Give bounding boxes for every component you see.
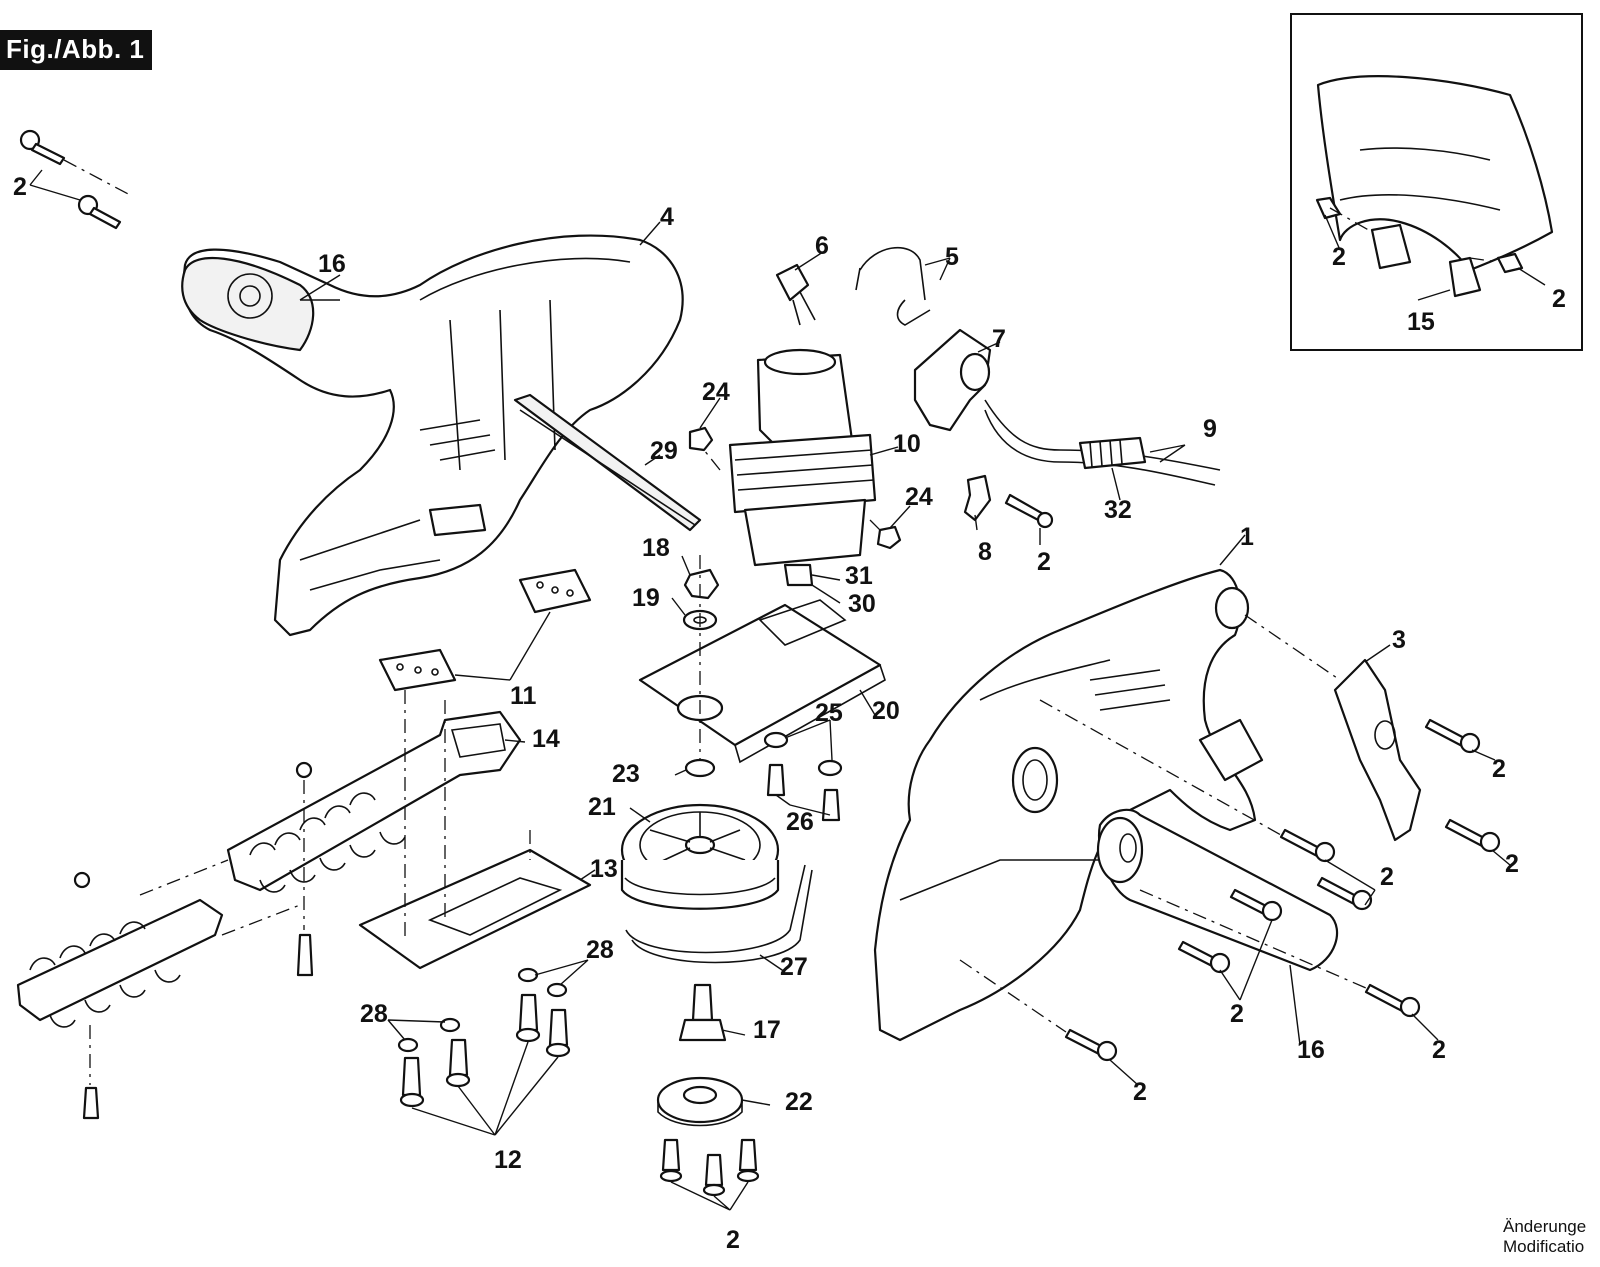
callout-11: 11 xyxy=(510,682,537,710)
callout-2-handle-right: 2 xyxy=(1380,863,1394,891)
power-cable-part-9 xyxy=(984,399,1221,486)
callout-13: 13 xyxy=(590,855,618,883)
callout-30: 30 xyxy=(848,590,876,618)
callout-23: 23 xyxy=(612,760,640,788)
callout-32: 32 xyxy=(1104,496,1132,524)
callout-9: 9 xyxy=(1203,415,1217,443)
screws-bottom-center xyxy=(659,1138,760,1211)
screws-part-12 xyxy=(387,959,589,1136)
footer-note: Änderunge Modificatio xyxy=(1503,1217,1586,1257)
blade-lower xyxy=(16,859,301,1120)
capacitor-part-6 xyxy=(775,263,816,326)
callout-2-bracket-top: 2 xyxy=(1492,755,1506,783)
callout-24-right: 24 xyxy=(905,483,933,511)
gear-plate-part-20 xyxy=(638,555,886,764)
pads-part-11 xyxy=(378,568,592,692)
housing-half-part-1 xyxy=(873,568,1264,1042)
callout-2-bottom-center: 2 xyxy=(726,1226,740,1254)
footer-line-1: Änderunge xyxy=(1503,1217,1587,1236)
gear-wheel-part-21 xyxy=(620,803,780,910)
motor-part-10 xyxy=(699,348,886,587)
callout-3: 3 xyxy=(1392,626,1406,654)
callout-26: 26 xyxy=(786,808,814,836)
callout-22: 22 xyxy=(785,1088,813,1116)
callout-28-right: 28 xyxy=(586,936,614,964)
callout-14: 14 xyxy=(532,725,560,753)
washer-part-23 xyxy=(684,758,716,778)
plate-part-13 xyxy=(358,690,592,970)
callout-6: 6 xyxy=(815,232,829,260)
switch-part-7 xyxy=(913,328,992,432)
callout-29: 29 xyxy=(650,437,678,465)
callout-19: 19 xyxy=(632,584,660,612)
footer-line-2: Modificatio xyxy=(1503,1237,1585,1256)
callout-labels: 2 16 4 6 5 7 24 10 29 9 24 32 8 2 18 31 … xyxy=(13,173,1566,1254)
callout-16-left: 16 xyxy=(318,250,346,278)
figure-badge: Fig./Abb. 1 xyxy=(0,30,153,70)
callout-2-inset-right: 2 xyxy=(1552,285,1566,313)
callout-24-top: 24 xyxy=(702,378,730,406)
clamp-part-8 xyxy=(963,474,1054,529)
callout-1: 1 xyxy=(1240,523,1254,551)
washers-screws-25-26 xyxy=(763,719,843,822)
nuts-part-24 xyxy=(688,426,902,550)
housing-half-part-4 xyxy=(181,234,684,637)
guide-bar-part-29 xyxy=(513,393,702,532)
disk-part-22 xyxy=(656,1076,744,1127)
callout-15: 15 xyxy=(1407,308,1435,336)
callout-25: 25 xyxy=(815,699,843,727)
callout-2-bottom-housing: 2 xyxy=(1133,1078,1147,1106)
callout-2-far-right: 2 xyxy=(1432,1036,1446,1064)
callout-12: 12 xyxy=(494,1146,522,1174)
callout-5: 5 xyxy=(945,243,959,271)
callout-2-center-right: 2 xyxy=(1230,1000,1244,1028)
inset-screws xyxy=(1324,214,1546,301)
callout-7: 7 xyxy=(992,325,1006,353)
callout-2-top-left: 2 xyxy=(13,173,27,201)
callout-4: 4 xyxy=(660,203,674,231)
callout-20: 20 xyxy=(872,697,900,725)
bracket-part-3 xyxy=(1244,614,1422,842)
callout-16-right: 16 xyxy=(1297,1036,1325,1064)
callout-28-left: 28 xyxy=(360,1000,388,1028)
blade-guard-part-15 xyxy=(1315,75,1554,298)
inset-frame xyxy=(1290,13,1583,351)
belt-part-27 xyxy=(625,864,813,964)
leader-lines xyxy=(299,221,1391,1106)
callout-18: 18 xyxy=(642,534,670,562)
nut-washer-18-19 xyxy=(682,568,720,631)
callout-2-clamp: 2 xyxy=(1037,548,1051,576)
callout-17: 17 xyxy=(753,1016,781,1044)
callout-21: 21 xyxy=(588,793,616,821)
callout-10: 10 xyxy=(893,430,921,458)
bolt-part-17 xyxy=(678,983,727,1042)
handle-part-16-right xyxy=(1096,808,1339,972)
callout-31: 31 xyxy=(845,562,873,590)
callout-2-bracket-bottom: 2 xyxy=(1505,850,1519,878)
screws-right-side xyxy=(959,699,1511,1086)
callout-8: 8 xyxy=(978,538,992,566)
wiring-part-5 xyxy=(855,246,951,326)
callout-2-inset-left: 2 xyxy=(1332,243,1346,271)
callout-27: 27 xyxy=(780,953,808,981)
screw-pair-top-left xyxy=(19,129,133,230)
blade-upper-part-14 xyxy=(226,710,522,977)
